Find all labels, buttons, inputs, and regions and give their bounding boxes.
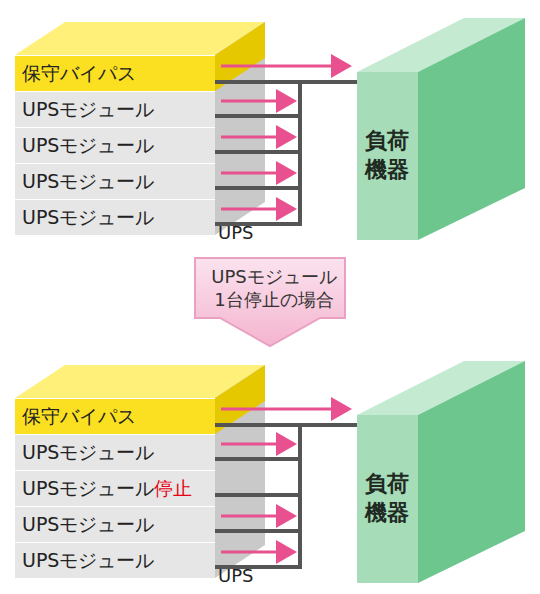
node-text: UPSモジュール: [22, 97, 154, 123]
power-line: [215, 66, 357, 82]
power-line: [215, 82, 357, 152]
power-line: [215, 425, 357, 567]
power-flow-arrow: [221, 443, 294, 446]
node-text: UPSモジュール: [22, 512, 154, 538]
power-flow-arrow: [221, 100, 294, 103]
node-text: UPSモジュール: [22, 548, 154, 574]
wire: [215, 82, 357, 116]
node-text: UPSモジュール: [22, 440, 154, 466]
power-flow-arrow: [221, 65, 349, 68]
power-flow-arrow: [221, 172, 294, 175]
ups-module: UPSモジュール: [15, 506, 215, 542]
ups-module: UPSモジュール: [15, 163, 215, 199]
bypass-layer: 保守バイパス: [15, 398, 215, 434]
ups-module: UPSモジュール: [15, 542, 215, 578]
node-text: UPSモジュール: [22, 205, 154, 231]
power-line: [215, 82, 357, 116]
ups-module: UPSモジュール: [15, 434, 215, 470]
power-line: [215, 82, 357, 224]
node-text: UPSモジュール: [22, 133, 154, 159]
ups-module: UPSモジュール: [15, 127, 215, 163]
callout-box: UPSモジュール 1台停止の場合: [195, 258, 353, 318]
power-flow-arrow: [221, 515, 294, 518]
node-text: UPSモジュール 1台停止の場合: [195, 265, 353, 312]
wire: [215, 82, 357, 152]
ups-module: UPSモジュール: [15, 91, 215, 127]
node-text: 保守バイパス: [22, 404, 136, 430]
power-line: [215, 425, 357, 495]
node-text: UPSモジュール: [22, 476, 154, 502]
stack-side-face: [215, 365, 265, 578]
ups-module: UPSモジュール: [15, 199, 215, 235]
bypass-layer: 保守バイパス: [15, 55, 215, 91]
device-label: UPS: [218, 222, 253, 243]
power-flow-arrow: [221, 408, 349, 411]
load-side-face: [418, 18, 525, 240]
load-equipment: 負荷 機器: [357, 415, 418, 583]
wire: [215, 425, 357, 567]
stack-side-face: [215, 22, 265, 235]
status-text: 停止: [154, 476, 192, 502]
node-text: 負荷 機器: [363, 127, 411, 184]
power-line: [215, 425, 357, 459]
power-line: [215, 409, 357, 425]
wire: [215, 82, 357, 188]
power-flow-arrow: [221, 208, 294, 211]
load-equipment: 負荷 機器: [357, 72, 418, 240]
node-text: 保守バイパス: [22, 61, 136, 87]
wire: [215, 425, 357, 495]
wire: [215, 425, 357, 459]
device-label: UPS: [218, 565, 253, 586]
node-text: 負荷 機器: [363, 470, 411, 527]
load-side-face: [418, 361, 525, 583]
wire: [215, 82, 357, 224]
node-text: UPSモジュール: [22, 169, 154, 195]
power-flow-arrow: [221, 136, 294, 139]
ups-module-stopped: UPSモジュール停止: [15, 470, 215, 506]
power-line: [215, 425, 357, 531]
power-line: [215, 82, 357, 188]
power-flow-arrow: [221, 551, 294, 554]
wire: [215, 425, 357, 531]
